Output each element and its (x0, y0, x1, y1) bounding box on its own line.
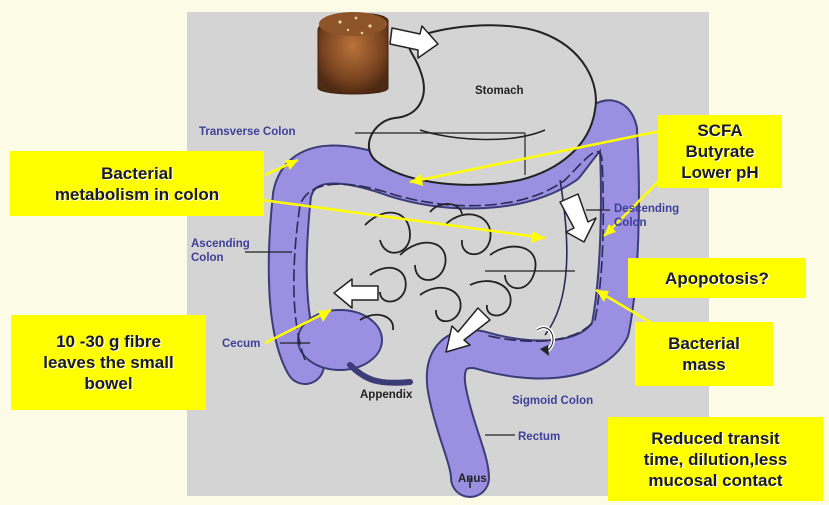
callout-bacterial-mass: Bacterial mass (635, 322, 773, 386)
label-sigmoid-colon: Sigmoid Colon (512, 395, 593, 407)
label-descending-colon-2: Colon (614, 217, 647, 229)
label-stomach: Stomach (475, 85, 524, 97)
callout-text: SCFA (697, 120, 742, 141)
callout-text: Bacterial (101, 163, 173, 184)
callout-text: mass (682, 354, 725, 375)
label-transverse-colon: Transverse Colon (199, 126, 296, 138)
label-anus: Anus (458, 473, 487, 485)
callout-scfa: SCFA Butyrate Lower pH (658, 115, 782, 188)
callout-text: metabolism in colon (55, 184, 219, 205)
label-rectum: Rectum (518, 431, 560, 443)
callout-text: time, dilution,less (644, 449, 788, 470)
callout-text: Butyrate (686, 141, 755, 162)
callout-text: bowel (84, 373, 132, 394)
label-ascending-colon-1: Ascending (191, 238, 250, 250)
callout-text: 10 -30 g fibre (56, 331, 161, 352)
callout-fibre: 10 -30 g fibre leaves the small bowel (11, 315, 206, 410)
callout-bacterial-metabolism: Bacterial metabolism in colon (10, 151, 264, 216)
callout-apoptosis: Apopotosis? (628, 258, 806, 298)
label-ascending-colon-2: Colon (191, 252, 224, 264)
label-cecum: Cecum (222, 338, 260, 350)
bread-image (318, 12, 388, 94)
callout-text: leaves the small (43, 352, 173, 373)
callout-text: Reduced transit (651, 428, 779, 449)
label-descending-colon-1: Descending (614, 203, 679, 215)
callout-text: Bacterial (668, 333, 740, 354)
callout-text: Apopotosis? (665, 268, 769, 289)
callout-transit: Reduced transit time, dilution,less muco… (608, 417, 823, 501)
callout-text: Lower pH (681, 162, 758, 183)
callout-text: mucosal contact (648, 470, 782, 491)
label-appendix: Appendix (360, 389, 413, 401)
